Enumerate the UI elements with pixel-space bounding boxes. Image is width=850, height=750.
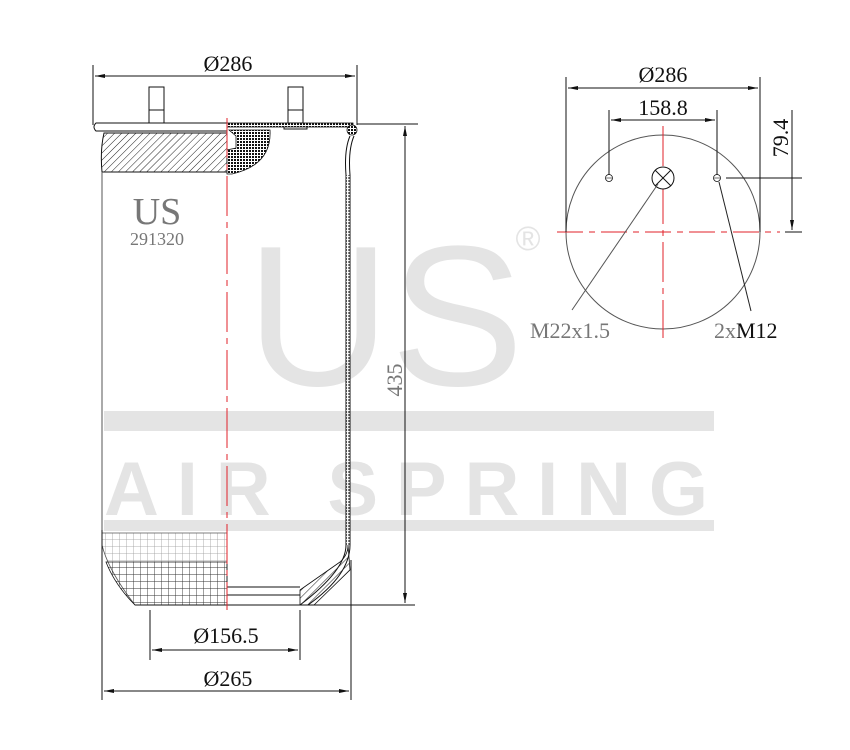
top-view: Ø286 158.8 79.4 M22x1.5 2xM12 [530,62,802,343]
callout-center-fitting: M22x1.5 [530,318,610,343]
dim-top-diameter: Ø286 [204,51,253,76]
dim-stud-offset: 79.4 [768,119,793,158]
watermark-subtitle: AIR SPRING [104,447,708,532]
callout-studs-thread: M12 [736,318,778,343]
piston-section [105,561,228,606]
stud-hole-right-icon [713,174,721,182]
callout-studs: 2xM12 [714,318,778,343]
side-view: US 291320 Ø286 435 Ø156.5 Ø265 [92,51,418,700]
stud-hole-left-icon [605,174,613,182]
dim-stud-spacing: 158.8 [638,95,688,120]
watermark-bar-top [104,411,714,431]
bead-plate-section [100,132,228,173]
registered-mark-icon: ® [515,220,540,258]
piston-edge-section [299,544,351,606]
center-fitting-icon [651,166,675,190]
watermark-brand: US [246,205,524,428]
dim-plate-diameter: Ø286 [639,62,688,87]
part-number: 291320 [130,229,184,249]
brand-label: US [133,191,182,233]
dim-bottom-diameter: Ø265 [204,666,253,691]
bead-section [226,129,271,175]
top-plate-left [93,122,228,132]
dim-height: 435 [382,364,407,397]
stud-left [148,86,165,124]
watermark: US ® AIR SPRING [104,205,714,532]
dim-piston-diameter: Ø156.5 [193,623,258,648]
watermark-bar-bottom [104,520,714,531]
stud-right [287,86,304,124]
top-plate-right [226,122,354,128]
callout-studs-prefix: 2x [714,318,736,343]
